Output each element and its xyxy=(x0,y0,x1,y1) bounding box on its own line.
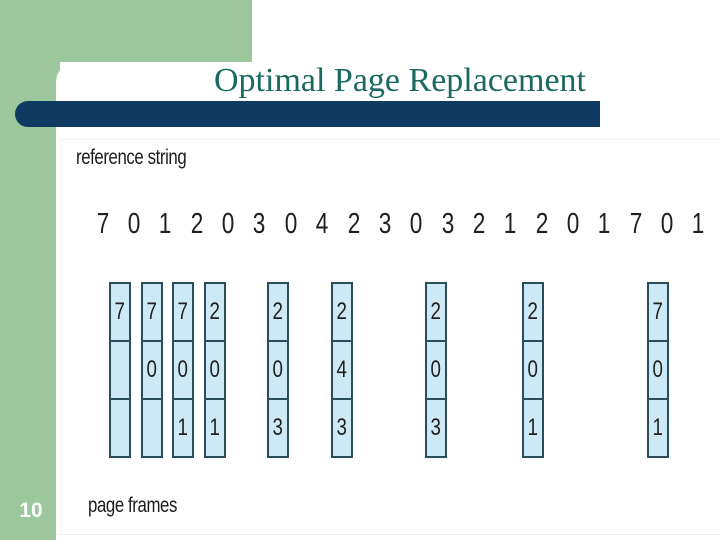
ref-digit: 0 xyxy=(566,208,580,240)
slide-title: Optimal Page Replacement xyxy=(214,62,586,99)
ref-digit: 3 xyxy=(441,208,454,240)
ref-digit: 0 xyxy=(221,208,235,240)
ref-digit: 0 xyxy=(127,208,141,240)
ref-digit: 1 xyxy=(159,208,172,240)
frame-cell: 1 xyxy=(205,398,224,456)
ref-digit: 2 xyxy=(347,208,360,240)
ref-digit: 1 xyxy=(503,208,517,240)
frame-cell: 0 xyxy=(142,340,161,398)
ref-digit: 1 xyxy=(692,208,705,240)
green-top-block xyxy=(0,0,252,62)
frame-cell: 0 xyxy=(524,340,542,398)
ref-digit: 7 xyxy=(629,208,642,240)
ref-digit: 7 xyxy=(96,208,109,240)
frame-cell: 1 xyxy=(649,398,667,456)
frame-cell: 3 xyxy=(332,398,351,456)
frame-cell: 7 xyxy=(142,284,161,340)
frame-cell: 0 xyxy=(174,340,192,398)
frame-cell: 2 xyxy=(427,284,445,340)
ref-digit: 4 xyxy=(315,208,329,240)
frame-cell xyxy=(111,340,129,398)
green-sidebar xyxy=(0,0,60,540)
page-frame-column: 7 xyxy=(109,282,131,458)
frame-cell: 2 xyxy=(524,284,542,340)
frame-cell: 1 xyxy=(524,398,542,456)
frame-cell: 7 xyxy=(649,284,667,340)
ref-digit: 3 xyxy=(378,208,392,240)
ref-digit: 1 xyxy=(597,208,611,240)
title-underline-bar xyxy=(15,101,600,127)
frame-cell: 4 xyxy=(332,340,351,398)
reference-string-label: reference string xyxy=(76,146,187,169)
frame-cell: 7 xyxy=(174,284,192,340)
frame-cell: 0 xyxy=(269,340,287,398)
ref-digit: 0 xyxy=(284,208,298,240)
frame-cell: 2 xyxy=(269,284,287,340)
ref-digit: 2 xyxy=(535,208,548,240)
frame-cell: 0 xyxy=(427,340,445,398)
frame-cell xyxy=(142,398,161,456)
frame-cell: 3 xyxy=(427,398,445,456)
slide-number: 10 xyxy=(19,499,43,522)
ref-digit: 0 xyxy=(409,208,423,240)
frame-cell: 2 xyxy=(205,284,224,340)
frame-cell: 2 xyxy=(332,284,351,340)
ref-digit: 3 xyxy=(253,208,266,240)
ref-digit: 2 xyxy=(190,208,204,240)
frame-cell: 1 xyxy=(174,398,192,456)
ref-digit: 0 xyxy=(660,208,674,240)
frame-cell: 3 xyxy=(269,398,287,456)
frame-cell: 7 xyxy=(111,284,129,340)
page-frames-label: page frames xyxy=(88,494,177,517)
frame-cell: 0 xyxy=(649,340,667,398)
frame-cell: 0 xyxy=(205,340,224,398)
frame-cell xyxy=(111,398,129,456)
ref-digit: 2 xyxy=(472,208,486,240)
